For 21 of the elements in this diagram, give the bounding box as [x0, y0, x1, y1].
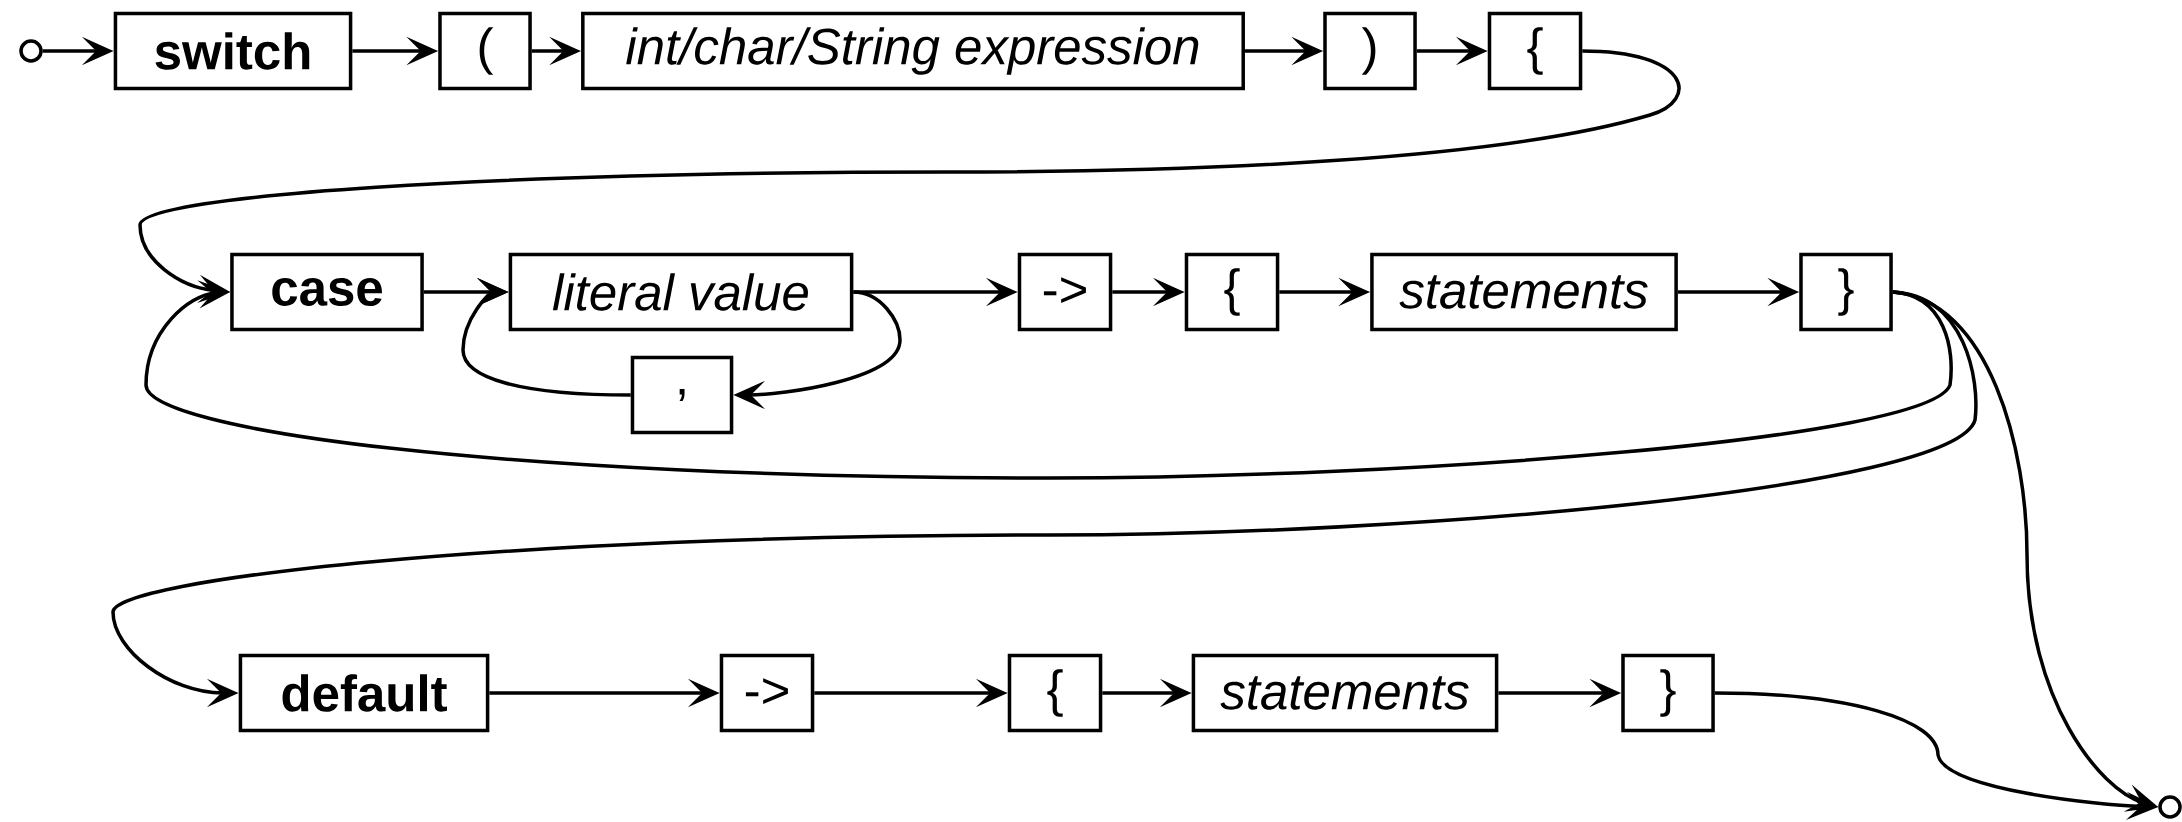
syntax-box: switch: [113, 11, 353, 91]
syntax-box: statements: [1370, 252, 1678, 332]
syntax-box: case: [230, 252, 424, 332]
terminal-circle: [19, 39, 43, 63]
syntax-box: {: [1487, 11, 1583, 91]
syntax-box: {: [1007, 653, 1103, 733]
syntax-box: {: [1184, 252, 1280, 332]
syntax-box: ): [1323, 11, 1417, 91]
terminal-circle: [2158, 795, 2182, 819]
syntax-box: ->: [1017, 252, 1113, 332]
arrow: [461, 277, 631, 397]
syntax-box: (: [438, 11, 532, 91]
syntax-box: ->: [719, 653, 815, 733]
syntax-box: int/char/String expression: [581, 11, 1245, 91]
syntax-box: }: [1621, 653, 1715, 733]
syntax-box: ,: [630, 355, 734, 435]
syntax-box: }: [1799, 252, 1893, 332]
syntax-box: statements: [1191, 653, 1499, 733]
syntax-box: literal value: [508, 252, 854, 332]
syntax-box: default: [238, 653, 490, 733]
arrow: [144, 280, 1953, 480]
